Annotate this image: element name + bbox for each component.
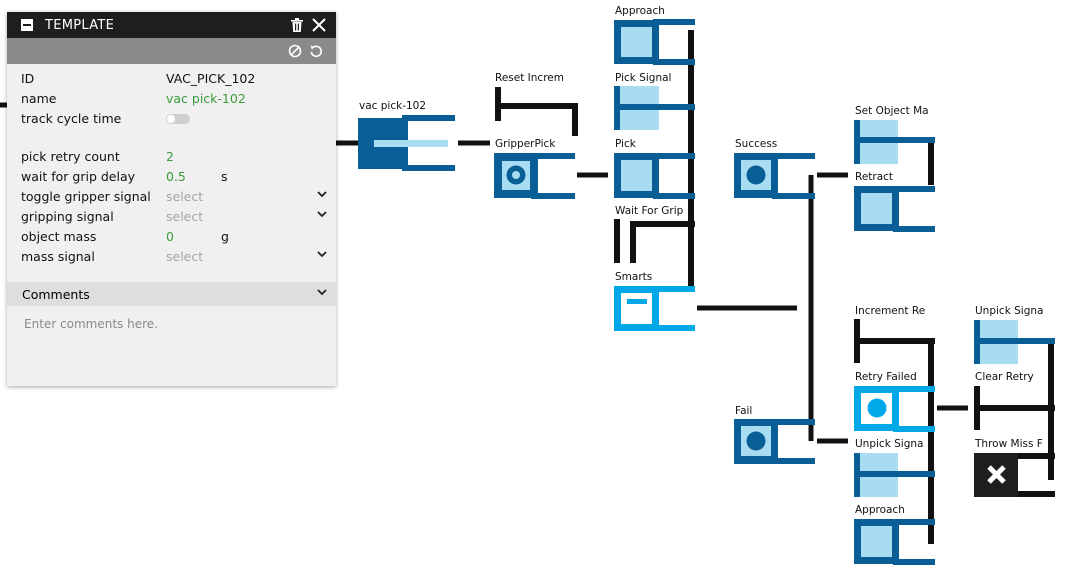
node-label-success: Success [735, 138, 777, 150]
prop-label: toggle gripper signal [21, 189, 151, 204]
prop-wait-for-grip-delay[interactable]: wait for grip delay 0.5 s [21, 166, 336, 186]
node-label-unpick1: Unpick Signa [855, 438, 923, 450]
prop-track-cycle-time[interactable]: track cycle time [21, 108, 336, 128]
node-label-approach1: Approach [615, 5, 665, 17]
properties-list: ID VAC_PICK_102 name vac pick-102 track … [7, 64, 336, 266]
prop-name[interactable]: name vac pick-102 [21, 88, 336, 108]
node-wait-for-grip[interactable]: Wait For Grip [614, 205, 695, 263]
prop-mass-signal[interactable]: mass signal select [21, 246, 336, 266]
node-label-reset: Reset Increm [495, 72, 564, 84]
node-label-throwmiss: Throw Miss F [974, 438, 1043, 450]
comments-textarea[interactable] [7, 308, 336, 386]
node-root[interactable]: vac pick-102 [358, 100, 455, 171]
node-gripper-pick[interactable]: GripperPick [494, 138, 575, 199]
node-label-unpick2: Unpick Signa [975, 305, 1043, 317]
chevron-down-icon[interactable] [316, 208, 328, 223]
disable-icon[interactable] [287, 43, 303, 59]
unit-label: s [221, 169, 228, 184]
node-unpick-signal-2[interactable]: Unpick Signa [974, 305, 1055, 364]
selector-circle-icon [746, 165, 766, 185]
collapse-button[interactable] [21, 19, 33, 31]
node-clear-retry[interactable]: Clear Retry [974, 371, 1055, 430]
panel-header: TEMPLATE [7, 12, 336, 38]
node-label-fail: Fail [735, 405, 752, 417]
node-label-clearretry: Clear Retry [975, 371, 1034, 383]
node-set-object-mass[interactable]: Set Object Ma [854, 105, 935, 164]
unit-label: g [221, 229, 229, 244]
node-smarts[interactable]: Smarts [614, 271, 695, 331]
node-label-root: vac pick-102 [359, 100, 426, 112]
selector-circle-icon [746, 431, 766, 451]
grip-delay-field[interactable]: 0.5 [166, 169, 186, 184]
id-value: VAC_PICK_102 [166, 71, 256, 86]
node-reset-increment[interactable]: Reset Increm [495, 72, 578, 136]
node-pick[interactable]: Pick [614, 138, 695, 199]
tree-connectors [0, 102, 968, 444]
node-label-incr: Increment Re [855, 305, 925, 317]
node-fail[interactable]: Fail [734, 405, 815, 464]
mass-signal-select[interactable]: select [166, 249, 204, 264]
node-label-setobj: Set Object Ma [855, 105, 929, 117]
trash-icon[interactable] [288, 16, 306, 34]
prop-pick-retry-count[interactable]: pick retry count 2 [21, 146, 336, 166]
chevron-down-icon[interactable] [316, 286, 328, 301]
script-bar-icon [627, 299, 647, 304]
prop-object-mass[interactable]: object mass 0 g [21, 226, 336, 246]
sequence-bar-icon [374, 140, 448, 147]
node-throw-miss[interactable]: Throw Miss F [974, 438, 1055, 497]
chevron-down-icon[interactable] [316, 188, 328, 203]
node-retry-failed[interactable]: Retry Failed [854, 371, 935, 432]
panel-toolbar [7, 38, 336, 64]
node-label-pick: Pick [615, 138, 637, 150]
comments-header[interactable]: Comments [7, 282, 336, 306]
close-icon[interactable] [310, 16, 328, 34]
chevron-down-icon[interactable] [316, 248, 328, 263]
prop-label: gripping signal [21, 209, 114, 224]
comments-label: Comments [22, 287, 90, 302]
selector-circle-icon [867, 398, 887, 418]
node-retract[interactable]: Retract [854, 171, 935, 232]
retry-count-field[interactable]: 2 [166, 149, 174, 164]
node-approach-1[interactable]: Approach [614, 5, 695, 65]
object-mass-field[interactable]: 0 [166, 229, 174, 244]
node-label-waitgrip: Wait For Grip [615, 205, 684, 217]
reset-icon[interactable] [308, 43, 324, 59]
node-label-gripperpick: GripperPick [495, 138, 556, 150]
prop-label: ID [21, 71, 35, 86]
node-pick-signal[interactable]: Pick Signal [614, 72, 695, 130]
node-label-retract: Retract [855, 171, 893, 183]
toggle-gripper-signal-select[interactable]: select [166, 189, 204, 204]
prop-label: track cycle time [21, 111, 122, 126]
prop-label: pick retry count [21, 149, 120, 164]
track-cycle-time-toggle[interactable] [166, 114, 190, 124]
throw-x-icon [987, 465, 1006, 484]
prop-label: name [21, 91, 57, 106]
prop-id: ID VAC_PICK_102 [21, 68, 336, 88]
prop-label: object mass [21, 229, 97, 244]
prop-label: mass signal [21, 249, 95, 264]
node-approach-2[interactable]: Approach [854, 504, 935, 565]
gripping-signal-select[interactable]: select [166, 209, 204, 224]
node-success[interactable]: Success [734, 138, 815, 199]
node-unpick-signal-1[interactable]: Unpick Signa [854, 438, 935, 497]
node-label-retryfailed: Retry Failed [855, 371, 917, 383]
node-label-picksignal: Pick Signal [615, 72, 671, 84]
node-label-approach2: Approach [855, 504, 905, 516]
template-panel: TEMPLATE ID VAC_PICK_102 name vac pick-1… [7, 12, 336, 386]
prop-gripping-signal[interactable]: gripping signal select [21, 206, 336, 226]
node-label-smarts: Smarts [615, 271, 652, 283]
node-increment-retry[interactable]: Increment Re [854, 305, 935, 363]
name-field[interactable]: vac pick-102 [166, 91, 246, 106]
panel-title: TEMPLATE [45, 17, 115, 33]
prop-toggle-gripper-signal[interactable]: toggle gripper signal select [21, 186, 336, 206]
prop-label: wait for grip delay [21, 169, 136, 184]
